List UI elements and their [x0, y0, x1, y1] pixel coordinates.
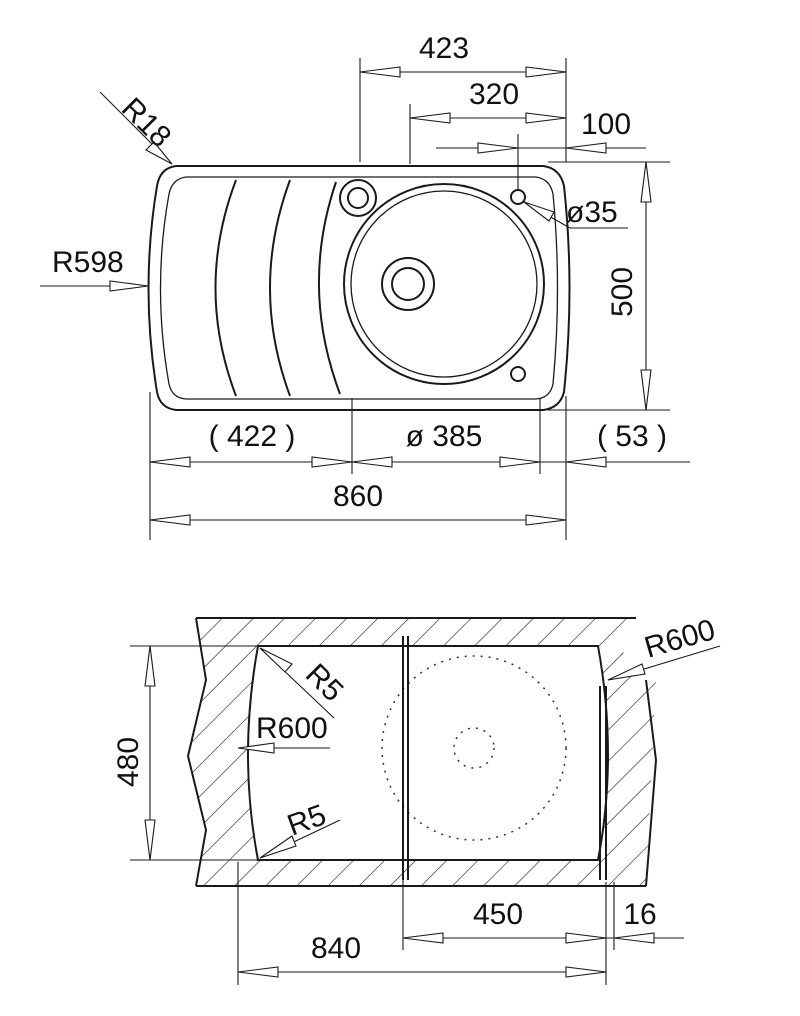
dim-480-label: 480 [112, 737, 145, 787]
dim-423-label: 423 [419, 32, 469, 65]
dim-r5-top-label: R5 [299, 658, 349, 708]
sink-inner-rim [159, 176, 559, 400]
bowl-dotted-outline [381, 655, 567, 841]
drainer-groove-2 [269, 179, 291, 397]
dim-d35: ø35 [523, 196, 628, 229]
dim-860-label: 860 [333, 480, 383, 513]
dim-16-label: 16 [623, 898, 656, 931]
dim-r600-left-label: R600 [256, 712, 328, 745]
dim-r600-left: R600 [237, 712, 330, 754]
dim-840: 840 [237, 932, 607, 978]
dim-r18-label: R18 [115, 92, 177, 154]
countertop-outline [186, 617, 658, 887]
section-view: R600 R5 R600 R5 480 [112, 613, 721, 985]
dim-860: 860 [149, 480, 567, 526]
dim-r5-top: R5 [259, 647, 350, 719]
dim-500-label: 500 [606, 267, 639, 317]
bowl-outer [343, 183, 545, 385]
tap-hole-top [510, 189, 526, 205]
drain-inner [391, 267, 425, 301]
top-view: 423 320 100 R18 R598 [40, 32, 690, 540]
countertop-hatching [188, 618, 656, 886]
dim-r598: R598 [40, 246, 149, 292]
dim-100: 100 [436, 108, 646, 154]
dim-450-label: 450 [473, 898, 523, 931]
dim-r598-label: R598 [52, 246, 124, 279]
dim-320: 320 [409, 78, 567, 124]
overflow-outer [339, 179, 377, 217]
dim-r18: R18 [99, 91, 177, 165]
dim-53-label: ( 53 ) [597, 420, 667, 453]
overflow-inner [347, 187, 369, 209]
dim-422-label: ( 422 ) [209, 420, 296, 453]
sink-outline [147, 165, 571, 411]
dim-100-label: 100 [581, 108, 631, 141]
bowl-inner [350, 190, 538, 378]
dim-16: 16 [606, 898, 684, 944]
dim-r5-bottom-label: R5 [283, 798, 330, 842]
dim-r5-bottom: R5 [259, 798, 341, 859]
tap-hole-bottom [510, 366, 526, 382]
dim-385-label: ø 385 [406, 420, 483, 453]
drain-outer [381, 257, 435, 311]
dim-row-bottom: ( 422 ) ø 385 ( 53 ) [149, 420, 690, 468]
dim-320-label: 320 [469, 78, 519, 111]
dim-423: 423 [359, 32, 567, 78]
dim-d35-label: ø35 [566, 196, 618, 229]
dim-450: 450 [402, 898, 607, 944]
dim-480: 480 [112, 645, 258, 861]
dim-r600-right-label: R600 [641, 613, 719, 664]
drainer-groove-1 [214, 179, 237, 397]
dim-840-label: 840 [311, 932, 361, 965]
drainer-groove-3 [317, 181, 341, 395]
drain-dotted-outline [453, 727, 495, 769]
dim-500: 500 [606, 161, 652, 411]
